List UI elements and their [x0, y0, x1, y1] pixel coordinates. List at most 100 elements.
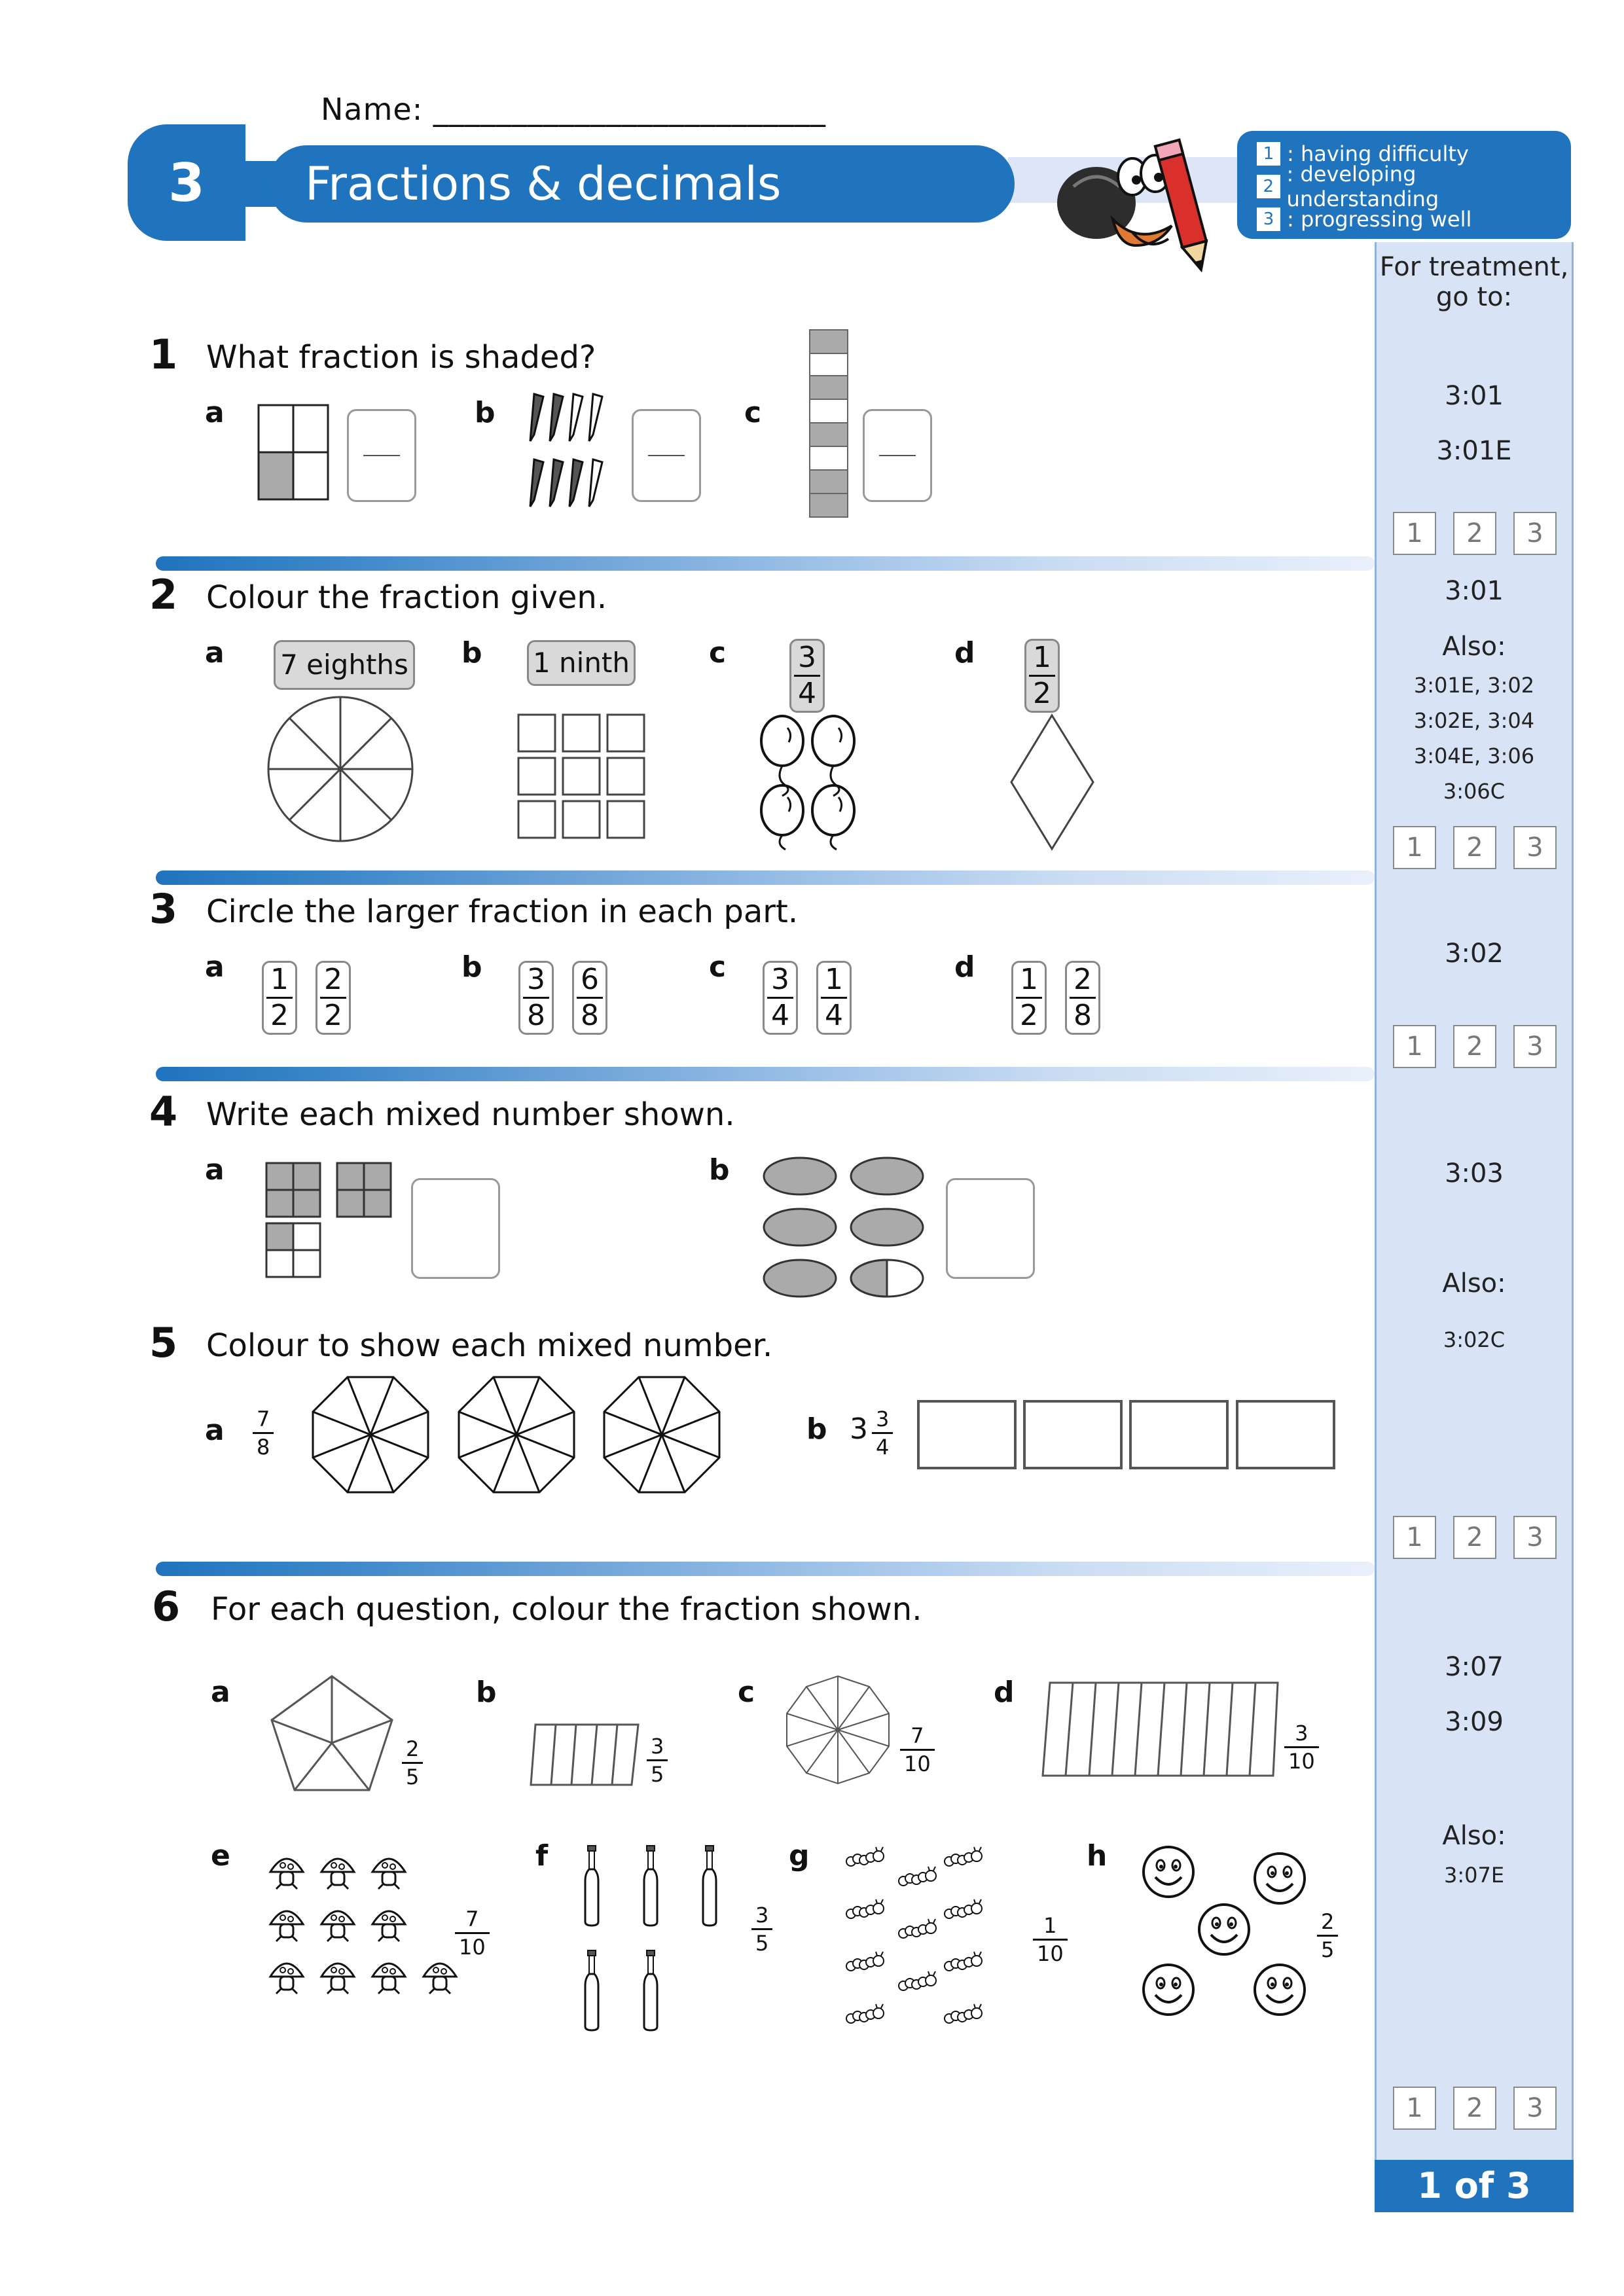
rating-box-3[interactable]: 3	[1513, 1025, 1557, 1068]
section-divider	[156, 556, 1375, 571]
rating-box-1[interactable]: 1	[1393, 512, 1436, 555]
part-label: d	[954, 950, 975, 984]
part-label: g	[789, 1839, 810, 1873]
numerator: 3	[1295, 1721, 1308, 1746]
unit-tab	[128, 124, 245, 241]
rating-box-1[interactable]: 1	[1393, 1025, 1436, 1068]
sidebar-code: 3:02E, 3:04	[1413, 708, 1535, 733]
numerator: 7	[465, 1907, 479, 1931]
numerator: 3	[527, 963, 545, 996]
numerator: 1	[1043, 1913, 1057, 1938]
mascot-hermit-crab-icon	[1057, 138, 1208, 273]
part-label: d	[994, 1676, 1015, 1709]
rating-box-3[interactable]: 3	[1513, 1516, 1557, 1559]
numerator: 3	[651, 1734, 664, 1759]
numerator: 1	[1020, 963, 1038, 996]
numerator: 3	[798, 641, 816, 674]
unit-number: 3	[168, 152, 205, 213]
q6e-mushrooms-icon	[269, 1857, 458, 1995]
rating-box-1[interactable]: 1	[1393, 2087, 1436, 2130]
answer-box-q1c[interactable]	[863, 409, 932, 502]
part-label: a	[205, 1153, 225, 1187]
rating-box-2[interactable]: 2	[1453, 826, 1496, 869]
part-label: b	[806, 1412, 827, 1446]
answer-box-q1a[interactable]	[347, 409, 416, 502]
denominator: 8	[253, 1432, 274, 1460]
part-label: b	[709, 1153, 730, 1187]
given-fraction-chip: 1 ninth	[527, 640, 636, 686]
question-text: Circle the larger fraction in each part.	[206, 893, 799, 930]
numerator: 2	[324, 963, 342, 996]
numerator: 1	[825, 963, 843, 996]
q1b-pencils-icon	[529, 393, 604, 507]
numerator: 1	[1033, 641, 1051, 674]
part-label: h	[1087, 1839, 1108, 1873]
sidebar-code: 3:04E, 3:06	[1413, 744, 1535, 768]
rating-box-2[interactable]: 2	[1453, 512, 1496, 555]
sidebar-code: 3:03	[1445, 1158, 1504, 1189]
part-label: a	[205, 396, 225, 429]
rating-q1: 1 2 3	[1393, 512, 1557, 555]
q2d-rhombus	[1010, 713, 1094, 851]
numerator: 3	[771, 963, 789, 996]
rating-box-1[interactable]: 1	[1393, 826, 1436, 869]
part-label: a	[205, 1414, 225, 1447]
section-divider	[156, 870, 1375, 885]
rating-box-2[interactable]: 2	[1453, 1025, 1496, 1068]
denominator: 4	[821, 997, 847, 1033]
part-label: c	[709, 950, 727, 984]
legend-row: 3: progressing well	[1257, 203, 1571, 236]
rating-q3: 1 2 3	[1393, 1025, 1557, 1068]
denominator: 5	[402, 1762, 424, 1790]
rating-box-3[interactable]: 3	[1513, 2087, 1557, 2130]
question-text: What fraction is shaded?	[206, 339, 596, 376]
rating-box-1[interactable]: 1	[1393, 1516, 1436, 1559]
rating-box-2[interactable]: 2	[1453, 1516, 1496, 1559]
sidebar-also: Also:	[1442, 1268, 1506, 1299]
denominator: 8	[1070, 997, 1096, 1033]
question-number: 5	[149, 1319, 178, 1367]
answer-box-q4a[interactable]	[411, 1178, 500, 1279]
q6c-decagon	[786, 1675, 890, 1785]
denominator: 2	[1016, 997, 1042, 1033]
rating-box-3[interactable]: 3	[1513, 512, 1557, 555]
legend-row: 2: developing understanding	[1257, 162, 1571, 211]
given-fraction-chip: 7 eighths	[274, 640, 415, 690]
denominator: 2	[1029, 675, 1055, 711]
legend-key: 1	[1257, 142, 1280, 166]
numerator: 1	[270, 963, 289, 996]
part-label: b	[475, 396, 496, 429]
page-title: Fractions & decimals assessment	[268, 145, 1015, 288]
numerator: 6	[581, 963, 599, 996]
name-field[interactable]: Name: _________________________	[321, 92, 826, 127]
numerator: 7	[257, 1407, 270, 1431]
legend-text: : progressing well	[1287, 207, 1472, 232]
rating-box-2[interactable]: 2	[1453, 2087, 1496, 2130]
assessment-legend: 1: having difficulty 2: developing under…	[1237, 131, 1571, 239]
sidebar-code: 3:02	[1445, 939, 1504, 969]
numerator: 2	[1321, 1909, 1335, 1934]
denominator: 4	[767, 997, 793, 1033]
q6h-smiley-faces-icon	[1142, 1846, 1306, 2016]
rating-box-3[interactable]: 3	[1513, 826, 1557, 869]
answer-box-q1b[interactable]	[632, 409, 701, 502]
sidebar-code: 3:07E	[1443, 1863, 1505, 1888]
part-label: c	[738, 1676, 755, 1709]
sidebar-code: 3:01	[1445, 381, 1504, 411]
q2c-balloons-icon	[760, 715, 856, 851]
question-text: For each question, colour the fraction s…	[211, 1591, 922, 1628]
rating-q6: 1 2 3	[1393, 2087, 1557, 2130]
denominator: 10	[900, 1749, 935, 1777]
question-number: 4	[149, 1088, 178, 1136]
answer-box-q4b[interactable]	[946, 1178, 1035, 1279]
